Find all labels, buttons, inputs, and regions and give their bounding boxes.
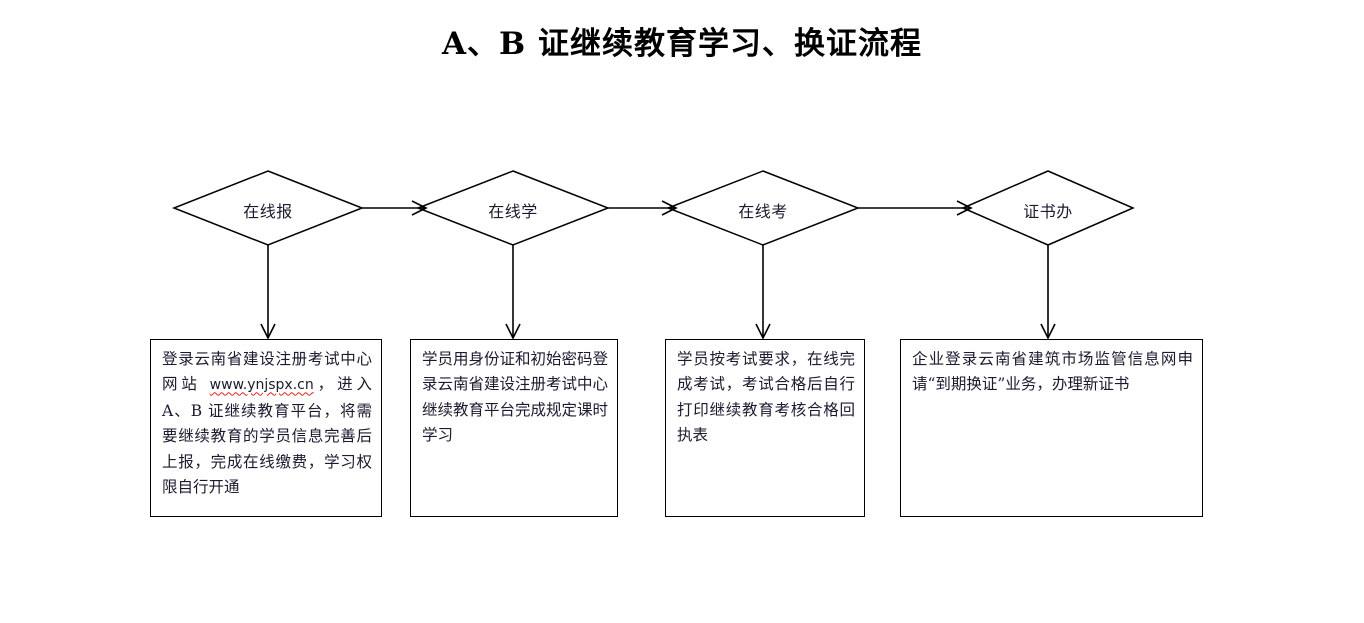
connector-stage4-desc4-arrowhead xyxy=(1040,323,1056,340)
stage-1-label: 在线报 xyxy=(243,202,293,221)
connector-stage1-desc1-arrowhead xyxy=(260,323,276,340)
connector-stage1-stage2-arrowhead xyxy=(411,200,428,216)
desc-box-3: 学员按考试要求，在线完成考试，考试合格后自行打印继续教育考核合格回执表 xyxy=(665,339,865,517)
website-url-link[interactable]: www.ynjspx.cn xyxy=(209,377,314,394)
stage-4-label: 证书办 xyxy=(1023,202,1073,221)
connector-stage3-desc3-arrowhead xyxy=(755,323,771,340)
desc-box-3-text: 学员按考试要求，在线完成考试，考试合格后自行打印继续教育考核合格回执表 xyxy=(677,350,855,445)
stage-3-label: 在线考 xyxy=(738,202,788,221)
desc-box-4-text: 企业登录云南省建筑市场监管信息网申请“到期换证”业务，办理新证书 xyxy=(912,350,1193,394)
connector-stage2-stage3-arrowhead xyxy=(661,200,678,216)
desc-box-4: 企业登录云南省建筑市场监管信息网申请“到期换证”业务，办理新证书 xyxy=(900,339,1203,517)
desc-box-2-text: 学员用身份证和初始密码登录云南省建设注册考试中心继续教育平台完成规定课时学习 xyxy=(422,350,609,445)
desc-1-text-before-url: 登录云南省建设注册考试中心网站 xyxy=(162,350,372,394)
desc-1-text-after-url: ，进入 A、B 证继续教育平台，将需要继续教育的学员信息完善后上报，完成在线缴费… xyxy=(162,375,372,497)
page-title: A、B 证继续教育学习、换证流程 xyxy=(441,26,923,62)
connector-stage2-desc2-arrowhead xyxy=(505,323,521,340)
connector-stage3-stage4-arrowhead xyxy=(956,200,973,216)
desc-box-2: 学员用身份证和初始密码登录云南省建设注册考试中心继续教育平台完成规定课时学习 xyxy=(410,339,618,517)
stage-2-label: 在线学 xyxy=(488,202,538,221)
desc-box-1: 登录云南省建设注册考试中心网站 www.ynjspx.cn，进入 A、B 证继续… xyxy=(150,339,382,517)
desc-box-1-text: 登录云南省建设注册考试中心网站 www.ynjspx.cn，进入 A、B 证继续… xyxy=(162,347,372,500)
